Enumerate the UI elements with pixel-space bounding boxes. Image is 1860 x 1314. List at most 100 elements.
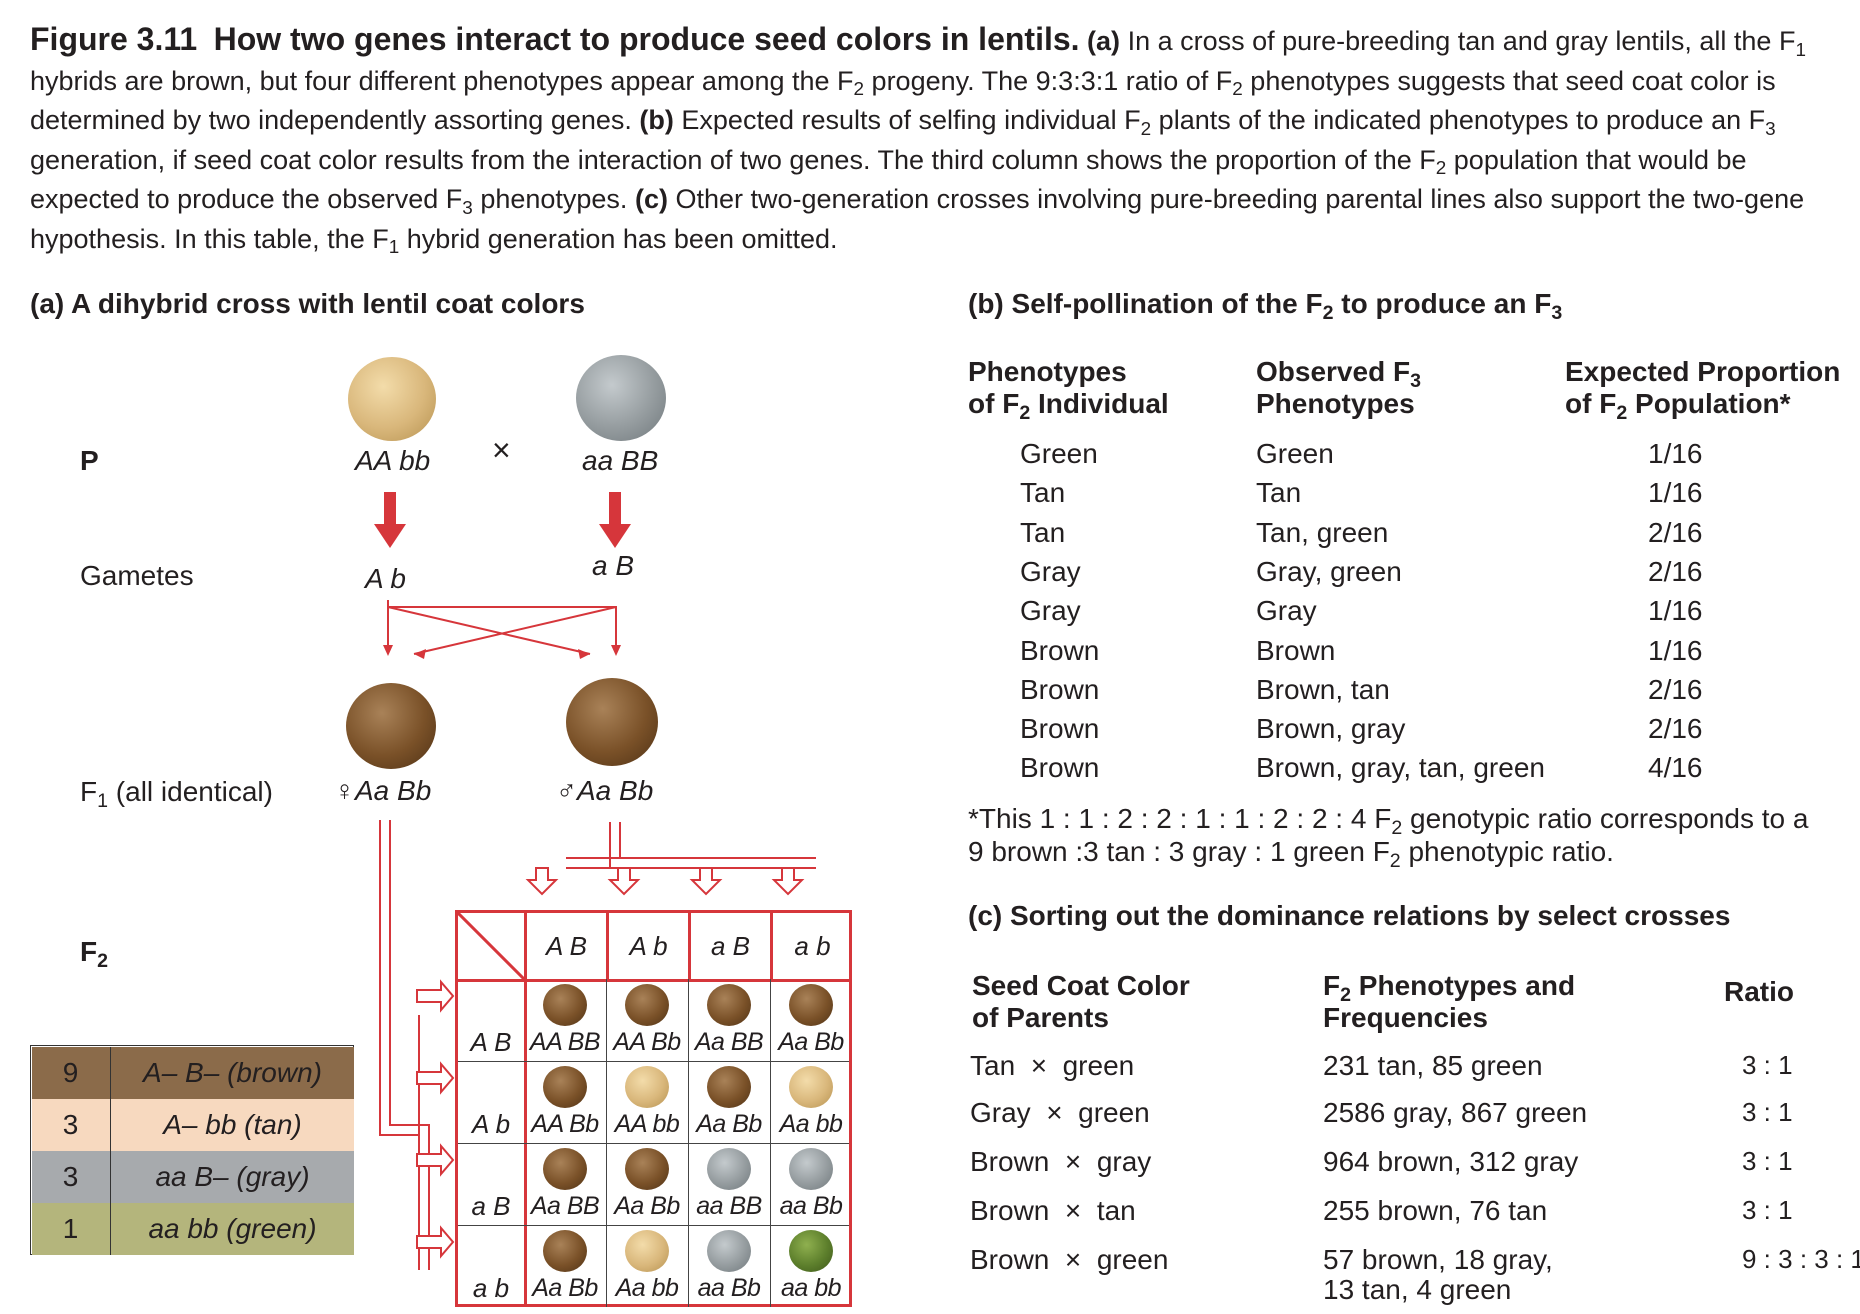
punnett-genotype: Aa bb	[779, 1110, 843, 1138]
panel-c-ratio: 3 : 1	[1742, 1097, 1793, 1127]
panel-b-f2-phenotype: Brown	[1020, 673, 1100, 705]
parent-gray-seed	[576, 355, 666, 441]
punnett-seed-brown	[543, 1148, 587, 1190]
row-label-gametes: Gametes	[80, 560, 194, 591]
punnett-row-header: A B	[470, 1027, 512, 1057]
panel-b-f3-phenotype: Brown, gray	[1256, 713, 1406, 745]
punnett-genotype: Aa Bb	[696, 1110, 762, 1138]
col-entry-arrow	[771, 867, 805, 896]
punnett-seed-gray	[789, 1148, 833, 1190]
punnett-genotype: aa Bb	[779, 1192, 843, 1220]
punnett-genotype: Aa BB	[530, 1192, 600, 1220]
punnett-seed-brown	[707, 984, 751, 1026]
figure-label: Figure 3.11	[30, 21, 198, 57]
caption-c-text-1: Other two-generation crosses involving p…	[675, 184, 1805, 214]
punnett-corner-diagonal	[458, 913, 524, 979]
panel-b-f3-phenotype: Brown, gray, tan, green	[1256, 752, 1545, 784]
caption-a-text-2: F1 hybrids are brown, but four different…	[30, 26, 1806, 101]
panel-c-frequency: 964 brown, 312 gray	[1323, 1146, 1579, 1177]
panel-c-frequency: 2586 gray, 867 green	[1323, 1097, 1588, 1128]
panel-c-frequency: 57 brown, 18 gray,	[1323, 1244, 1553, 1275]
f1-female-seed	[346, 683, 436, 769]
punnett-row-divider	[458, 1061, 849, 1062]
panel-b-f3-phenotype: Gray, green	[1256, 555, 1402, 587]
panel-b-f3-phenotype: Brown, tan	[1256, 673, 1390, 705]
punnett-genotype: AA Bb	[613, 1028, 681, 1056]
punnett-genotype: Aa BB	[694, 1028, 764, 1056]
panel-b-expected-proportion: 1/16	[1648, 595, 1703, 627]
punnett-seed-gray	[707, 1148, 751, 1190]
panel-b-f2-phenotype: Gray	[1020, 555, 1081, 587]
phenotype-count: 3	[32, 1150, 111, 1203]
panel-c-heading: (c) Sorting out the dominance relations …	[968, 900, 1731, 931]
f1-male-seed	[566, 678, 658, 766]
punnett-row-header: a B	[471, 1191, 511, 1221]
male-gamete-path	[566, 822, 816, 869]
panel-c-ratio: 3 : 1	[1742, 1050, 1793, 1080]
f1-female-genotype: ♀Aa Bb	[334, 775, 432, 806]
panel-b-f3-phenotype: Brown	[1256, 634, 1336, 666]
panel-c-ratio: 3 : 1	[1742, 1195, 1793, 1225]
punnett-seed-green	[789, 1230, 833, 1272]
punnett-seed-tan	[625, 1230, 669, 1272]
panel-c-parents: Gray × green	[970, 1097, 1150, 1128]
punnett-seed-tan	[625, 1066, 669, 1108]
caption-b-label: (b)	[639, 105, 674, 135]
punnett-col-header: a B	[688, 913, 770, 979]
row-entry-arrow	[416, 1143, 455, 1177]
punnett-seed-brown	[625, 984, 669, 1026]
punnett-row-header: a b	[472, 1273, 510, 1303]
punnett-genotype: aa bb	[780, 1274, 842, 1302]
panel-a-heading: (a) A dihybrid cross with lentil coat co…	[30, 288, 585, 319]
punnett-col-header: A B	[524, 913, 606, 979]
punnett-seed-brown	[789, 984, 833, 1026]
gamete-crossing-arrows	[387, 600, 617, 655]
panel-b-f3-phenotype: Tan, green	[1256, 516, 1389, 548]
phenotype-label: A– B– (brown)	[143, 1056, 322, 1088]
caption-b-text-1: Expected results of selfing individual F…	[681, 105, 1742, 140]
row-label-f1: F1 (all identical)	[80, 776, 273, 812]
punnett-genotype: AA BB	[529, 1028, 601, 1056]
panel-c-parents: Brown × green	[970, 1244, 1169, 1275]
panel-b-f2-phenotype: Brown	[1020, 634, 1100, 666]
panel-b-f3-phenotype: Tan	[1256, 477, 1302, 509]
col-entry-arrow	[689, 867, 723, 896]
caption-a-label: (a)	[1087, 26, 1121, 56]
caption-a-text-3: is determined by two independently assor…	[30, 65, 1776, 136]
panel-c-frequency: 255 brown, 76 tan	[1323, 1195, 1548, 1226]
phenotype-count: 1	[32, 1202, 111, 1255]
col-entry-arrow	[607, 867, 641, 896]
panel-b-f2-phenotype: Gray	[1020, 595, 1081, 627]
col-entry-arrow	[525, 867, 559, 896]
panel-b-expected-proportion: 1/16	[1648, 438, 1703, 469]
punnett-genotype: Aa Bb	[532, 1274, 598, 1302]
punnett-row-header-divider	[524, 913, 527, 1304]
phenotype-row: 1 aa bb (green)	[31, 1202, 354, 1255]
panel-b-footnote: *This 1 : 1 : 2 : 2 : 1 : 1 : 2 : 2 : 4 …	[968, 803, 1809, 872]
female-gamete-path	[379, 820, 430, 1270]
punnett-col-header: A b	[606, 913, 688, 979]
caption-b-text-2: F3 generation, if seed coat color result…	[30, 105, 1776, 180]
panel-c-frequency-cont: 13 tan, 4 green	[1323, 1274, 1512, 1305]
punnett-col-header: a b	[770, 913, 852, 979]
punnett-header-divider	[458, 979, 849, 982]
panel-b-expected-proportion: 2/16	[1648, 516, 1703, 548]
parent-left-genotype: AA bb	[355, 445, 431, 476]
punnett-seed-brown	[625, 1148, 669, 1190]
phenotype-count: 9	[32, 1046, 111, 1099]
punnett-seed-brown	[543, 984, 587, 1026]
panel-c-ratio: 3 : 1	[1742, 1146, 1793, 1176]
punnett-row-divider	[458, 1143, 849, 1144]
figure-caption: Figure 3.11 How two genes interact to pr…	[30, 20, 1820, 259]
caption-c-text-2: hypothesis. In this table, the F1 hybrid…	[30, 223, 838, 259]
parent-to-gamete-arrows	[374, 492, 631, 548]
phenotype-label: aa bb (green)	[148, 1212, 317, 1244]
phenotype-row: 9 A– B– (brown)	[31, 1046, 354, 1100]
punnett-genotype: aa BB	[696, 1192, 762, 1220]
